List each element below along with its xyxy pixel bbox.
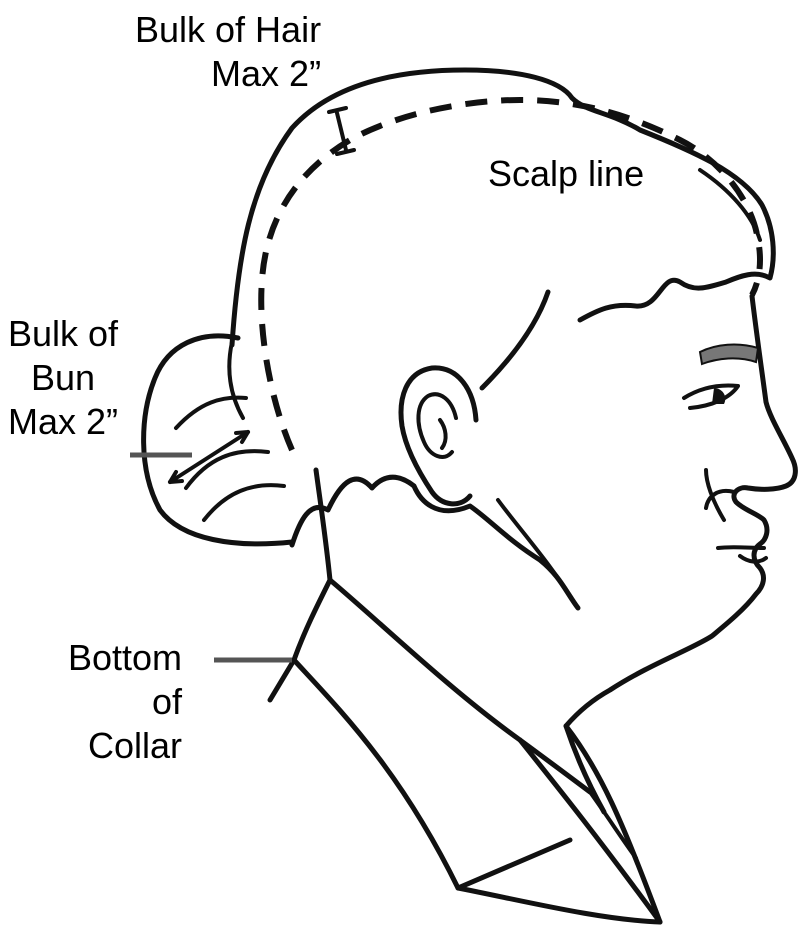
bulk-of-bun-label: Bulk of Bun Max 2”: [8, 312, 118, 444]
eye-pupil: [712, 388, 725, 404]
bottom-of-collar-line-1: Bottom: [40, 636, 182, 680]
bulk-of-hair-line-2: Max 2”: [135, 52, 321, 96]
bottom-of-collar-line-2: of: [40, 680, 182, 724]
bulk-of-hair-label: Bulk of Hair Max 2”: [135, 8, 321, 96]
collar-front-edge: [330, 580, 590, 792]
bulk-of-bun-line-3: Max 2”: [8, 400, 118, 444]
bulk-of-bun-line-1: Bulk of: [8, 312, 118, 356]
bottom-of-collar-line-3: Collar: [40, 724, 182, 768]
eyebrow: [700, 345, 758, 364]
collar-point-outer: [520, 740, 660, 922]
bun-strand-2: [186, 451, 268, 488]
scalp-line-text: Scalp line: [488, 152, 644, 196]
ear-canal: [440, 420, 446, 448]
collar-lower-line: [458, 888, 660, 922]
bulk-of-bun-line-2: Bun: [8, 356, 118, 400]
hair-measure-tick-top: [329, 108, 346, 112]
temple-strand: [482, 292, 548, 388]
face-profile: [566, 296, 795, 812]
collar-back: [270, 580, 330, 700]
eye: [684, 386, 738, 409]
bulk-of-hair-line-1: Bulk of Hair: [135, 8, 321, 52]
neck-back: [316, 470, 330, 580]
mouth-line: [718, 547, 764, 548]
collar-fold: [294, 660, 570, 888]
bun-inner-curve: [229, 342, 243, 418]
bun-strand-3: [204, 485, 284, 520]
jaw-line: [498, 500, 578, 608]
ear-inner: [418, 394, 456, 457]
hair-outline: [232, 70, 773, 345]
scalp-line-label: Scalp line: [488, 152, 644, 196]
front-hair-strand: [700, 170, 760, 240]
bottom-of-collar-label: Bottom of Collar: [40, 636, 182, 768]
hair-measure-tick-bottom: [337, 150, 354, 154]
